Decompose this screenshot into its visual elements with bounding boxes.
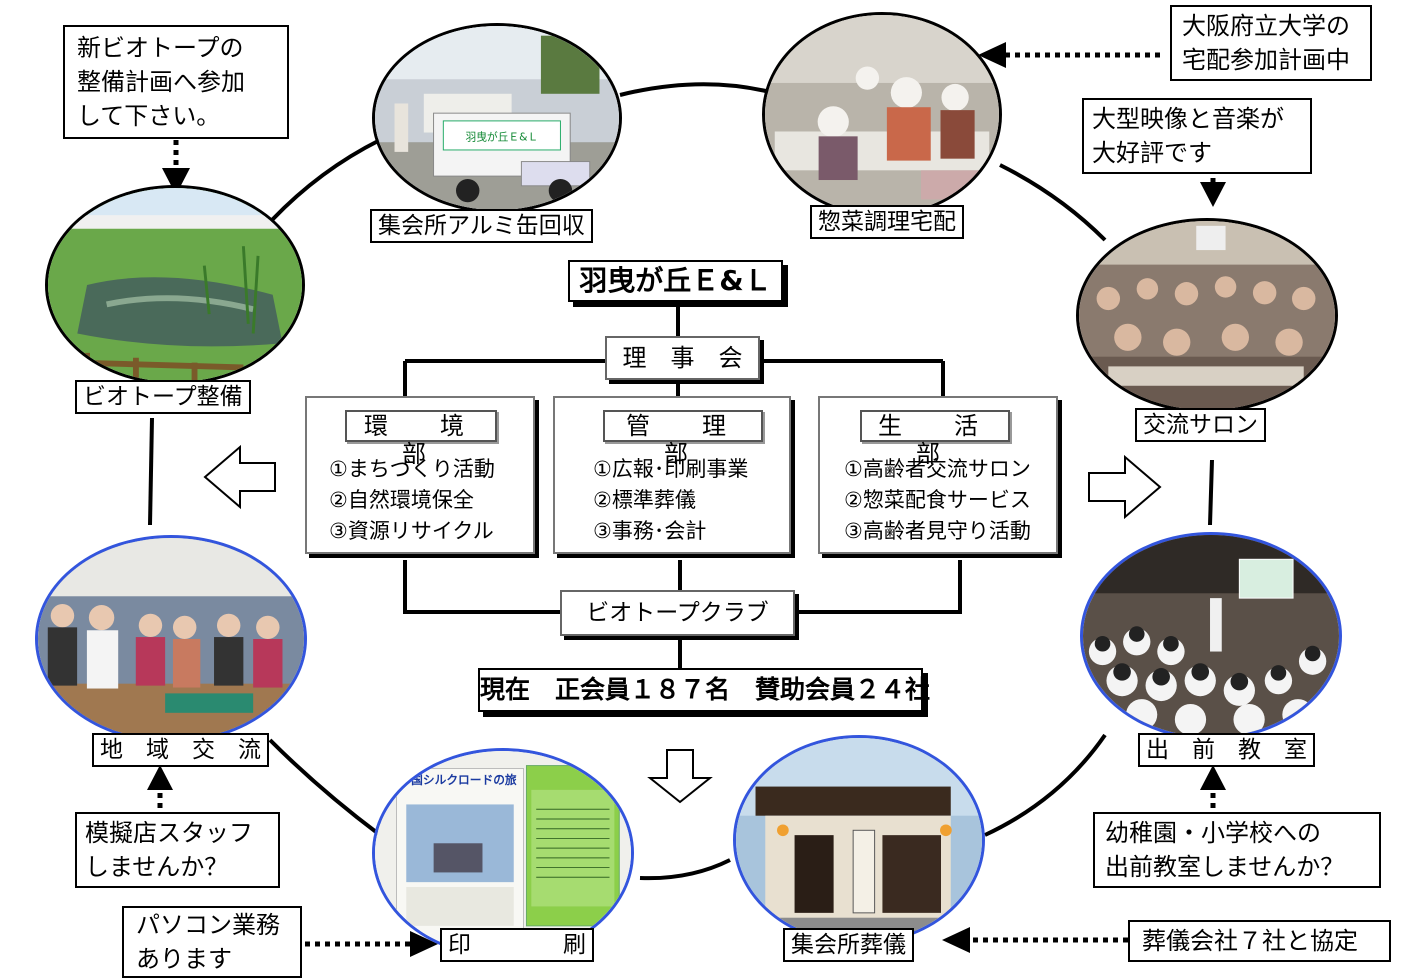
funeral-label: 集会所葬儀 (783, 928, 914, 962)
arrowhead-up-icon (1200, 765, 1226, 790)
living-dept-title: 生 活 部 (860, 410, 1016, 468)
arrowhead-down-icon (1200, 182, 1226, 207)
dept-item: ①高齢者交流サロン (844, 457, 1031, 481)
stall-staff-note: 模擬店スタッフ しませんか？ (75, 812, 280, 888)
arrow-left-icon (203, 444, 276, 510)
university-note: 大阪府立大学の 宅配参加計画中 (1170, 5, 1372, 81)
dept-item: ②自然環境保全 (329, 488, 474, 512)
community-exchange-photo (35, 535, 307, 743)
arrowhead-up-icon (147, 765, 173, 790)
printing-photo: 中国シルクロードの旅 (372, 748, 634, 958)
salon-label: 交流サロン (1135, 408, 1266, 442)
poster-title: 中国シルクロードの旅 (399, 773, 517, 787)
community-exchange-label: 地 域 交 流 (92, 733, 269, 767)
environment-dept: 環 境 部 ①まちづくり活動 ②自然環境保全 ③資源リサイクル (305, 396, 535, 554)
arrow-right-icon (1088, 454, 1162, 520)
biotope-photo (45, 185, 305, 385)
management-dept-title: 管 理 部 (603, 410, 764, 468)
living-dept: 生 活 部 ①高齢者交流サロン ②惣菜配食サービス ③高齢者見守り活動 (818, 396, 1058, 554)
membership-banner: 現在 正会員１８７名 賛助会員２４社 (478, 668, 930, 712)
living-dept-items: ①高齢者交流サロン ②惣菜配食サービス ③高齢者見守り活動 (844, 454, 1052, 547)
cooking-delivery-label: 惣菜調理宅配 (810, 205, 964, 239)
classroom-photo (1080, 532, 1342, 740)
management-dept: 管 理 部 ①広報･印刷事業 ②標準葬儀 ③事務･会計 (553, 396, 791, 554)
org-name-title: 羽曳が丘Ｅ&Ｌ (568, 260, 783, 302)
classroom-label: 出 前 教 室 (1138, 733, 1315, 767)
environment-dept-items: ①まちづくり活動 ②自然環境保全 ③資源リサイクル (329, 454, 529, 547)
arrowhead-down-icon (162, 168, 190, 195)
video-music-note: 大型映像と音楽が 大好評です (1082, 98, 1312, 174)
dept-item: ③高齢者見守り活動 (844, 519, 1031, 543)
arrowhead-left-icon (942, 927, 970, 953)
arrowhead-right-icon (410, 931, 438, 957)
dept-item: ①広報･印刷事業 (593, 457, 749, 481)
dept-item: ③事務･会計 (593, 519, 707, 543)
dept-item: ②惣菜配食サービス (844, 488, 1031, 512)
biotope-club-box: ビオトープクラブ (560, 590, 795, 636)
biotope-label: ビオトープ整備 (75, 380, 251, 414)
dept-item: ①まちづくり活動 (329, 457, 495, 481)
note-arrowheads (147, 42, 1226, 957)
org-name: 羽曳が丘Ｅ&Ｌ (579, 264, 772, 297)
management-dept-items: ①広報･印刷事業 ②標準葬儀 ③事務･会計 (593, 454, 785, 547)
biotope-club-label: ビオトープクラブ (586, 600, 769, 626)
truck-banner: 羽曳が丘Ｅ&Ｌ (466, 130, 539, 143)
funeral-partners-note: 葬儀会社７社と協定 (1128, 920, 1391, 962)
arrow-down-icon (647, 749, 713, 804)
printing-label: 印 刷 (440, 928, 594, 962)
org-lines (403, 300, 962, 668)
flow-arrows (203, 444, 1162, 804)
aluminum-collection-label: 集会所アルミ缶回収 (370, 209, 593, 243)
aluminum-collection-photo: 羽曳が丘Ｅ&Ｌ (372, 23, 622, 213)
membership-count: 現在 正会員１８７名 賛助会員２４社 (480, 675, 931, 704)
funeral-hall-photo (733, 735, 985, 945)
school-note: 幼稚園・小学校への 出前教室しませんか？ (1093, 812, 1381, 888)
salon-photo (1076, 218, 1338, 413)
biotope-plan-note: 新ビオトープの 整備計画へ参加 して下さい。 (63, 25, 289, 139)
cycle-ring (148, 82, 1214, 881)
cooking-photo (762, 12, 1002, 217)
environment-dept-title: 環 境 部 (345, 410, 502, 468)
pc-work-note: パソコン業務 あります (122, 906, 302, 978)
board-box: 理 事 会 (605, 336, 760, 380)
dept-item: ③資源リサイクル (329, 519, 494, 543)
dept-item: ②標準葬儀 (593, 488, 696, 512)
board-label: 理 事 会 (622, 344, 743, 372)
arrowhead-left-icon (978, 42, 1006, 68)
